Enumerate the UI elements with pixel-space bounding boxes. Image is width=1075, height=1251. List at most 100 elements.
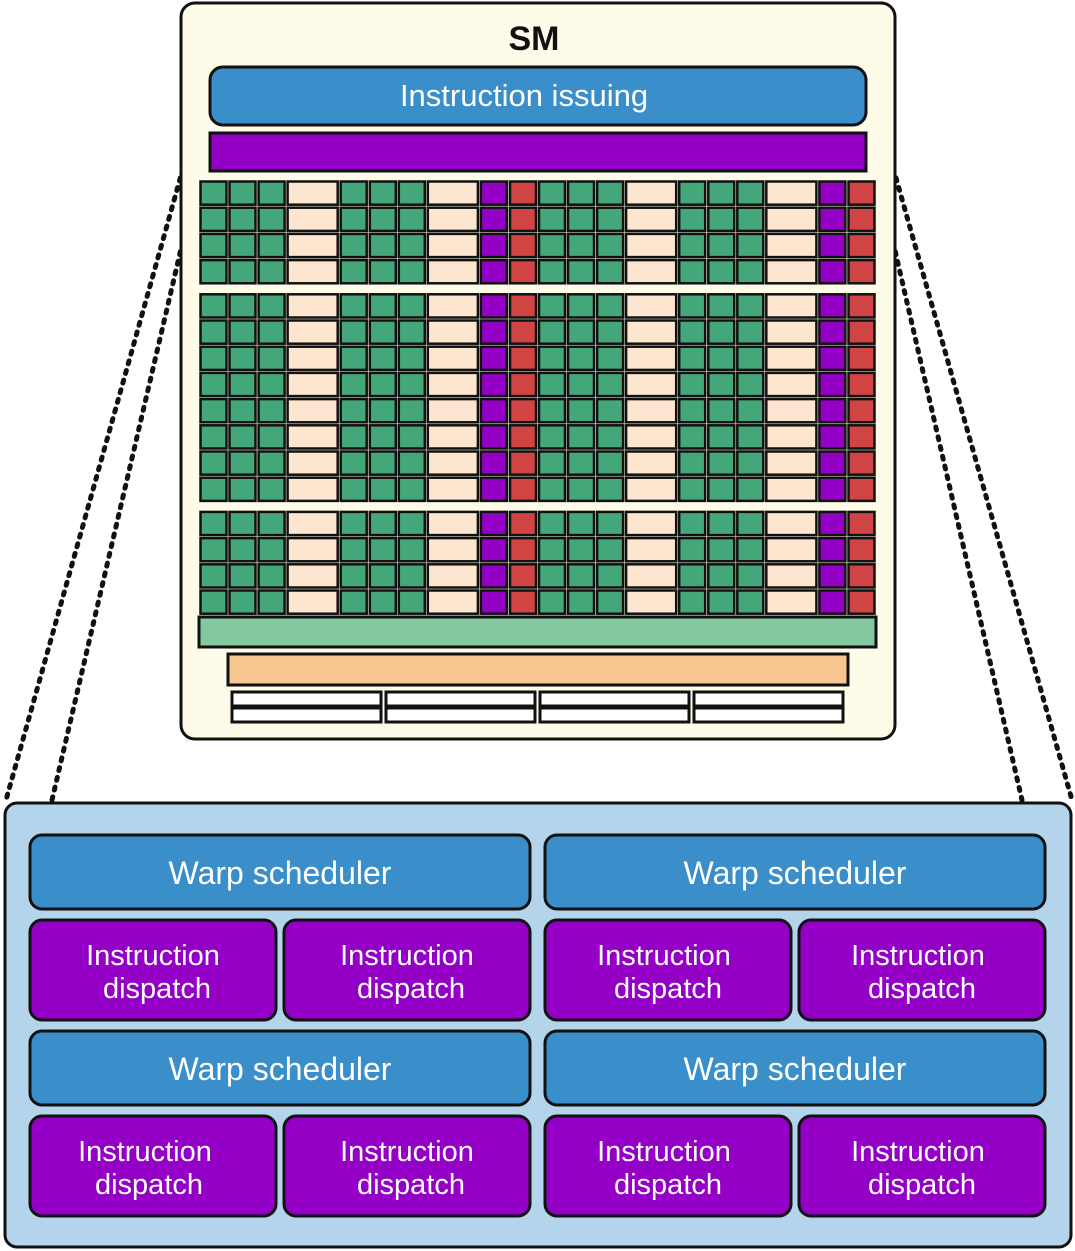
ldst-unit bbox=[624, 206, 678, 233]
core-unit bbox=[339, 476, 368, 503]
core-unit bbox=[257, 293, 286, 319]
ldst-unit bbox=[624, 371, 678, 398]
core-unit bbox=[339, 206, 368, 233]
tensor-unit bbox=[508, 510, 538, 537]
core-unit bbox=[339, 258, 368, 285]
core-unit bbox=[566, 232, 596, 259]
core-unit bbox=[339, 371, 368, 398]
core-unit bbox=[228, 510, 257, 537]
core-unit bbox=[707, 450, 736, 476]
core-unit bbox=[228, 345, 257, 372]
core-grid bbox=[199, 180, 876, 615]
core-unit bbox=[228, 180, 257, 206]
core-unit bbox=[736, 476, 765, 503]
core-unit bbox=[397, 258, 427, 285]
shared-memory-bar bbox=[197, 615, 878, 649]
core-unit bbox=[397, 510, 427, 537]
core-unit bbox=[736, 180, 765, 206]
tensor-unit bbox=[847, 589, 876, 615]
core-unit bbox=[595, 319, 625, 345]
core-unit bbox=[537, 563, 567, 589]
ldst-unit bbox=[426, 206, 480, 233]
tensor-unit bbox=[847, 258, 876, 285]
scheduler-group-bottom-right: Warp scheduler Instruction dispatch Inst… bbox=[543, 1029, 1047, 1218]
sfu-unit bbox=[479, 510, 509, 537]
core-unit bbox=[228, 206, 257, 233]
instruction-dispatch-label: Instruction dispatch bbox=[597, 1136, 739, 1201]
instruction-dispatch-line1: Instruction bbox=[851, 940, 985, 972]
core-unit bbox=[707, 232, 736, 259]
ldst-unit bbox=[426, 258, 480, 285]
core-unit bbox=[537, 371, 567, 398]
tensor-unit bbox=[508, 424, 538, 450]
instruction-dispatch-line1: Instruction bbox=[597, 940, 731, 972]
tensor-unit bbox=[847, 536, 876, 563]
ldst-unit bbox=[286, 293, 339, 319]
core-unit bbox=[199, 589, 228, 615]
ldst-unit bbox=[426, 424, 480, 450]
core-unit bbox=[199, 424, 228, 450]
core-unit bbox=[677, 510, 707, 537]
core-unit bbox=[368, 397, 398, 424]
sfu-unit bbox=[818, 293, 847, 319]
core-unit bbox=[228, 371, 257, 398]
core-unit bbox=[339, 319, 368, 345]
texture-units bbox=[230, 690, 845, 724]
tensor-unit bbox=[508, 476, 538, 503]
core-unit bbox=[397, 397, 427, 424]
ldst-unit bbox=[426, 371, 480, 398]
ldst-unit bbox=[765, 371, 818, 398]
core-unit bbox=[677, 232, 707, 259]
ldst-unit bbox=[286, 536, 339, 563]
ldst-unit bbox=[426, 563, 480, 589]
core-unit bbox=[339, 563, 368, 589]
scheduler-group-bottom-left: Warp scheduler Instruction dispatch Inst… bbox=[28, 1029, 532, 1218]
instruction-dispatch-line1: Instruction bbox=[86, 940, 220, 972]
core-unit bbox=[339, 589, 368, 615]
core-unit bbox=[228, 319, 257, 345]
core-unit bbox=[677, 258, 707, 285]
instruction-dispatch-box bbox=[543, 1114, 793, 1218]
instruction-dispatch-box bbox=[543, 918, 793, 1022]
tensor-unit bbox=[847, 563, 876, 589]
core-unit bbox=[257, 510, 286, 537]
core-unit bbox=[228, 536, 257, 563]
core-unit bbox=[397, 345, 427, 372]
core-unit bbox=[339, 510, 368, 537]
core-unit bbox=[368, 345, 398, 372]
core-unit bbox=[677, 345, 707, 372]
ldst-unit bbox=[765, 293, 818, 319]
core-unit bbox=[199, 450, 228, 476]
ldst-unit bbox=[765, 510, 818, 537]
core-unit bbox=[199, 476, 228, 503]
tensor-unit bbox=[508, 536, 538, 563]
core-unit bbox=[397, 293, 427, 319]
core-unit bbox=[339, 536, 368, 563]
texture-unit bbox=[692, 690, 845, 708]
tensor-unit bbox=[508, 206, 538, 233]
core-unit bbox=[707, 563, 736, 589]
sfu-unit bbox=[818, 563, 847, 589]
core-unit bbox=[368, 232, 398, 259]
sfu-unit bbox=[818, 258, 847, 285]
cache-bar bbox=[226, 652, 850, 687]
instruction-dispatch-label: Instruction dispatch bbox=[851, 940, 993, 1005]
core-unit bbox=[707, 476, 736, 503]
core-unit bbox=[566, 536, 596, 563]
tensor-unit bbox=[847, 319, 876, 345]
core-unit bbox=[736, 371, 765, 398]
ldst-unit bbox=[624, 397, 678, 424]
sfu-unit bbox=[818, 397, 847, 424]
sfu-unit bbox=[818, 319, 847, 345]
core-unit bbox=[199, 180, 228, 206]
dispatch-bar bbox=[208, 131, 868, 173]
instruction-issuing-bar bbox=[208, 65, 868, 127]
core-unit bbox=[566, 206, 596, 233]
warp-scheduler-label: Warp scheduler bbox=[684, 1051, 907, 1087]
tensor-unit bbox=[508, 232, 538, 259]
ldst-unit bbox=[624, 319, 678, 345]
core-unit bbox=[257, 180, 286, 206]
sfu-unit bbox=[818, 206, 847, 233]
tensor-unit bbox=[847, 397, 876, 424]
core-unit bbox=[595, 371, 625, 398]
